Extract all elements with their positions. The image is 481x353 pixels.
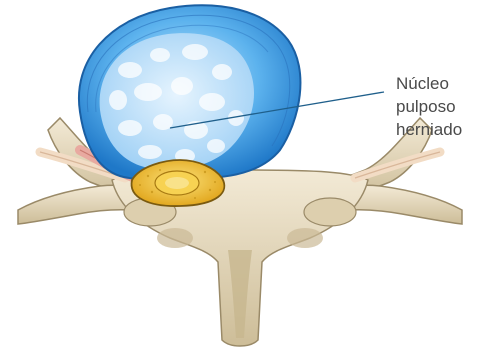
annotation-label-line-2: pulposo — [396, 96, 456, 118]
annotation-label-line-1: Núcleo — [396, 73, 449, 95]
annotation-label-line-3: herniado — [396, 119, 462, 141]
